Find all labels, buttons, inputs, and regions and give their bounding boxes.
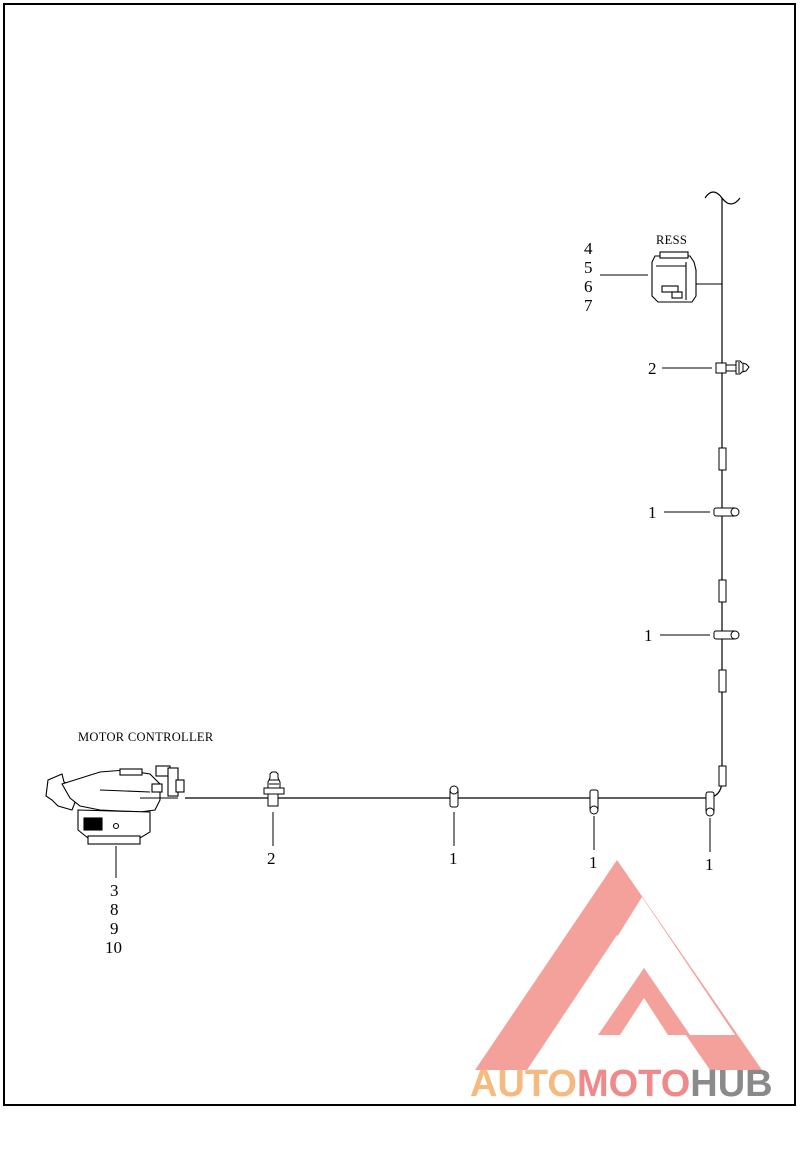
clip-bottom-2 xyxy=(589,789,599,815)
push-pin-clip-lower xyxy=(263,771,285,807)
callout-controller-3: 3 xyxy=(110,881,119,900)
wire-break-symbol xyxy=(704,191,741,205)
watermark-hub: HUB xyxy=(690,1063,772,1105)
push-pin-clip-upper xyxy=(715,360,750,375)
callout-ress-4: 4 xyxy=(584,239,593,258)
wire-sleeves xyxy=(718,447,727,787)
watermark-auto: AUTO xyxy=(470,1063,577,1105)
motor-controller-label: MOTOR CONTROLLER xyxy=(78,730,214,744)
watermark-text: AUTOMOTOHUB xyxy=(470,1063,773,1105)
callout-ress-6: 6 xyxy=(584,277,593,296)
callout-controller-10: 10 xyxy=(105,938,122,957)
callout-clip-mid-2: 1 xyxy=(644,626,653,645)
callout-clip-lower: 2 xyxy=(267,849,276,868)
ress-connector xyxy=(651,251,722,303)
callout-ress-7: 7 xyxy=(584,296,593,315)
diagram-frame xyxy=(3,3,796,1106)
clip-bottom-3 xyxy=(705,791,715,817)
harness-wire xyxy=(185,198,723,799)
ress-label: RESS xyxy=(656,233,687,247)
callout-controller-9: 9 xyxy=(110,919,119,938)
callout-clip-bottom-2: 1 xyxy=(589,853,598,872)
clip-bottom-1 xyxy=(449,785,459,808)
callout-clip-upper: 2 xyxy=(648,359,657,378)
motor-controller xyxy=(45,765,185,845)
clip-mid-2 xyxy=(713,630,740,640)
callout-controller-8: 8 xyxy=(110,900,119,919)
watermark-logo xyxy=(475,860,762,1070)
callout-clip-bottom-1: 1 xyxy=(449,849,458,868)
clip-mid-1 xyxy=(713,507,740,517)
watermark-moto: MOTO xyxy=(577,1063,690,1105)
callout-clip-bottom-3: 1 xyxy=(705,855,714,874)
callout-clip-mid-1: 1 xyxy=(648,503,657,522)
callout-ress-5: 5 xyxy=(584,258,593,277)
